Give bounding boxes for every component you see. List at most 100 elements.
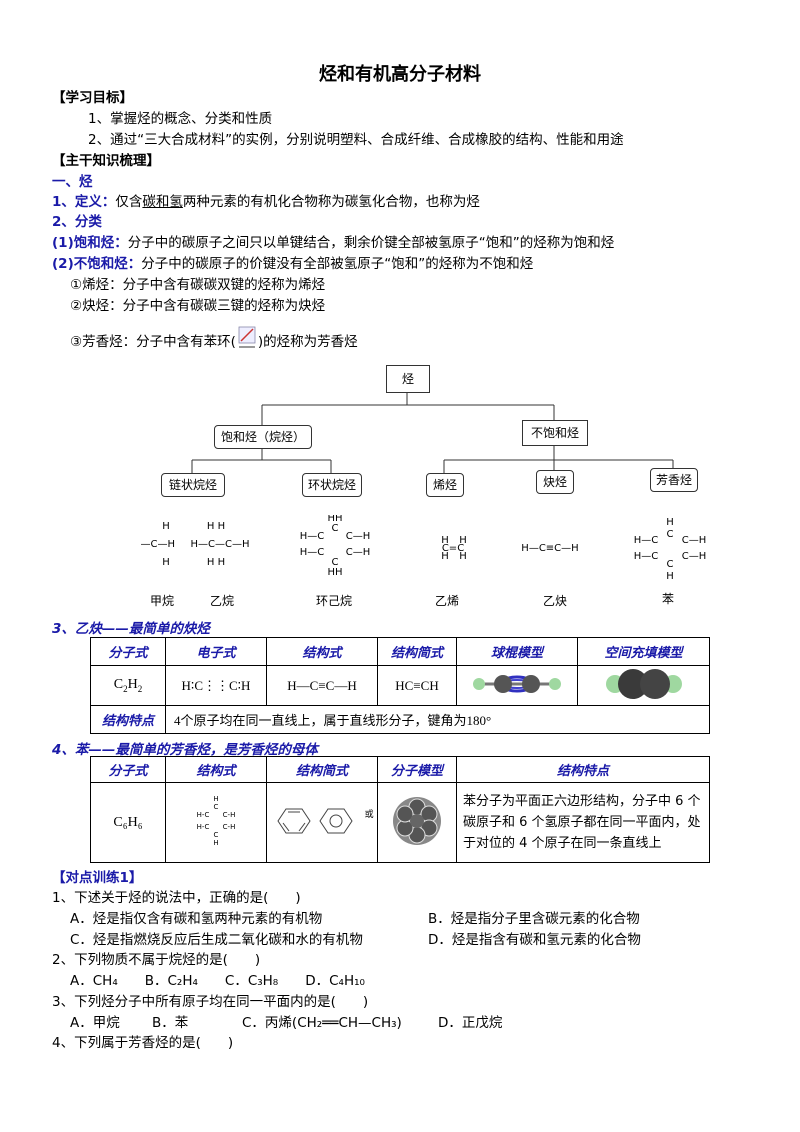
tree-chain-alkane: 链状烷烃 [161,473,225,497]
svg-text:H—C: H—C [300,547,325,558]
main-heading: 【主干知识梳理】 [52,153,160,169]
acetylene-heading: 3、乙炔——最简单的炔烃 [52,621,210,637]
svg-text:C—H: C—H [682,551,707,562]
svg-text:H-C: H-C [197,811,210,819]
definition-text-pre: 仅含 [115,194,143,210]
svg-text:H: H [441,551,449,562]
svg-text:H H: H H [207,557,225,568]
benz-header-simple: 结构简式 [266,756,378,783]
saturated-text: 分子中的碳原子之间只以单键结合，剩余价键全部被氢原子“饱和”的烃称为饱和烃 [127,235,615,251]
unsaturated-line: (2)不饱和烃：分子中的碳原子的价键没有全部被氢原子“饱和”的烃称为不饱和烃 [52,252,533,272]
name-cyclohexane: 环己烷 [316,594,353,608]
definition-underline: 碳和氢 [142,194,183,210]
q2-options: A．CH₄ B．C₂H₄ C．C₃H₈ D．C₄H₁₀ [70,973,365,989]
tree-unsaturated: 不饱和烃 [522,420,588,446]
benzene-heading: 4、苯——最简单的芳香烃，是芳香烃的母体 [52,742,318,758]
unsaturated-text: 分子中的碳原子的价键没有全部被氢原子“饱和”的烃称为不饱和烃 [141,256,534,272]
goal-item-1: 1、掌握烃的概念、分类和性质 [88,111,273,127]
acet-header-formula: 分子式 [90,637,166,666]
acet-header-simple: 结构简式 [377,637,457,666]
question-4: 4、下列属于芳香烃的是( ) [52,1035,234,1051]
svg-text:H—C: H—C [300,531,325,542]
definition-text-post: 两种元素的有机化合物称为碳氢化合物，也称为烃 [182,194,480,210]
section-1-title: 一、烃 [52,174,93,190]
unsaturated-label: (2)不饱和烃： [52,256,142,272]
benz-formula: C₆H₆ [90,782,166,863]
acet-feature-label: 结构特点 [90,705,166,734]
svg-text:H: H [666,571,674,582]
question-3: 3、下列烃分子中所有原子均在同一平面内的是( ) [52,994,369,1010]
acet-simple: HC≡CH [377,665,457,706]
tree-root: 烃 [386,365,430,393]
acet-structure: H—C≡C—H [266,665,378,706]
practice-heading: 【对点训练1】 [52,870,143,886]
svg-text:H: H [459,535,467,546]
benz-header-structure: 结构式 [165,756,267,783]
definition-line: 1、定义：仅含碳和氢两种元素的有机化合物称为碳氢化合物，也称为烃 [52,190,480,210]
benzene-model-image [393,796,441,845]
svg-text:H: H [459,551,467,562]
tree-alkyne: 炔烃 [536,470,574,494]
svg-text:H: H [213,839,218,847]
acet-ballstick-model [456,665,578,706]
benzene-ring-icon [236,326,258,349]
svg-text:C: C [214,831,219,839]
benz-model [377,782,457,863]
svg-text:C: C [667,559,674,570]
alkene-line: ①烯烃：分子中含有碳碳双键的烃称为烯烃 [70,277,326,293]
svg-text:C: C [332,523,339,534]
acet-header-electron: 电子式 [165,637,267,666]
benz-or: 或 [364,809,374,820]
name-ethyne: 乙炔 [543,594,568,608]
svg-text:C—H: C—H [682,535,707,546]
svg-text:C-H: C-H [223,823,236,831]
space-fill-image [605,668,682,699]
svg-text:C: C [214,803,219,811]
svg-text:C: C [332,557,339,568]
acet-spacefill-model [577,665,710,706]
svg-text:C=C: C=C [442,543,464,554]
aromatic-line: ③芳香烃：分子中含有苯环()的烃称为芳香烃 [70,326,358,350]
acet-feature-text: 4个原子均在同一直线上，属于直线形分子，键角为180° [165,705,710,734]
name-benzene: 苯 [662,592,675,606]
tree-alkene: 烯烃 [426,473,464,497]
benzene-simple-image [277,808,354,833]
name-ethene: 乙烯 [435,594,460,608]
svg-text:H: H [162,521,170,532]
svg-text:H—C—C—H: H—C—C—H [190,539,249,550]
q3-option-c: C．丙烯(CH₂══CH—CH₃) [242,1015,402,1031]
saturated-label: (1)饱和烃： [52,235,128,251]
svg-text:HH: HH [327,567,342,578]
q3-option-b: B．苯 [152,1015,189,1031]
svg-text:C-H: C-H [223,811,236,819]
saturated-line: (1)饱和烃：分子中的碳原子之间只以单键结合，剩余价键全部被氢原子“饱和”的烃称… [52,231,614,251]
aromatic-text-pre: ③芳香烃：分子中含有苯环( [70,334,236,350]
svg-text:H—C: H—C [634,535,659,546]
benz-simple: 或 [266,782,378,863]
svg-text:C: C [667,529,674,540]
q1-option-a: A．烃是指仅含有碳和氢两种元素的有机物 [70,911,323,927]
svg-text:H: H [213,795,218,803]
svg-text:H: H [162,557,170,568]
benz-header-formula: 分子式 [90,756,166,783]
goals-heading: 【学习目标】 [52,90,133,106]
acet-header-spacefill: 空间充填模型 [577,637,710,666]
acet-electron: H∶C⋮⋮C∶H [165,665,267,706]
q3-option-d: D．正戊烷 [438,1015,503,1031]
molecule-structures: HH—C—HH H HH—C—C—HH H HHC H—CC—H H—CC—H … [140,515,707,582]
tree-saturated: 饱和烃（烷烃） [214,425,312,449]
benz-feature-text: 苯分子为平面正六边形结构，分子中 6 个碳原子和 6 个氢原子都在同一平面内，处… [456,782,710,863]
question-2: 2、下列物质不属于烷烃的是( ) [52,952,261,968]
svg-text:H H: H H [207,521,225,532]
benz-header-feature: 结构特点 [456,756,710,783]
question-1: 1、下述关于烃的说法中，正确的是( ) [52,890,301,906]
acet-header-ballstick: 球棍模型 [456,637,578,666]
q1-option-c: C．烃是指燃烧反应后生成二氧化碳和水的有机物 [70,932,363,948]
svg-text:H-C: H-C [197,823,210,831]
q3-option-a: A．甲烷 [70,1015,120,1031]
svg-text:H: H [666,517,674,528]
benz-header-model: 分子模型 [377,756,457,783]
tree-ring-alkane: 环状烷烃 [302,473,362,497]
